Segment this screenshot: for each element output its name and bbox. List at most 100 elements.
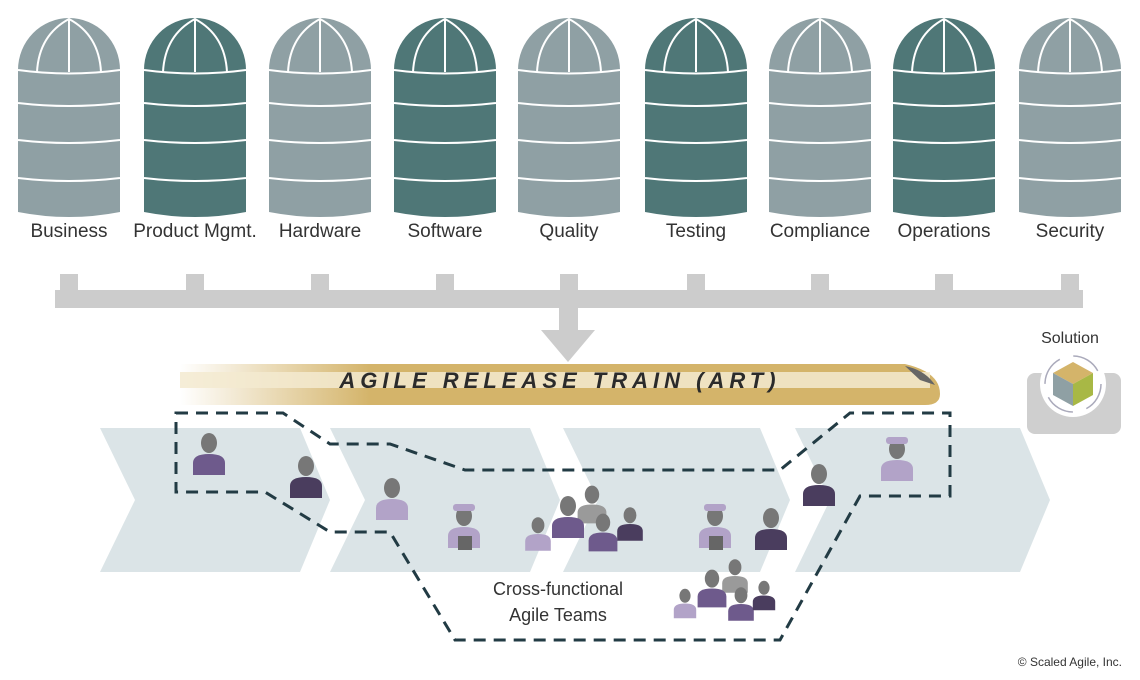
silo-dome-line: [892, 69, 996, 75]
clipboard-icon: [709, 536, 723, 550]
silo-label: Quality: [539, 221, 599, 242]
silo-dome-rib: [162, 17, 228, 73]
silo-dome-rib: [787, 17, 853, 73]
connector-stub: [60, 274, 78, 294]
silo-ring: [143, 177, 247, 182]
silo-ring: [1018, 139, 1122, 144]
person-head: [704, 569, 720, 588]
chevron-1: [330, 428, 560, 572]
silo-dome-rib: [1037, 17, 1103, 73]
person-head: [584, 485, 600, 504]
silo-dome-rib: [412, 17, 478, 73]
chevron-0: [100, 428, 330, 572]
silo-dome-rib: [536, 17, 602, 73]
silo-label: Security: [1035, 221, 1105, 242]
cube-right: [1073, 373, 1093, 406]
silo-body: [269, 18, 371, 217]
person-head: [201, 433, 217, 453]
team-boundary: [174, 411, 952, 642]
teams-label-line1: Cross-functional: [492, 579, 624, 599]
person-body: [673, 603, 697, 619]
silo-label: Testing: [665, 221, 727, 242]
train-window: [905, 366, 935, 385]
silo-1: [143, 17, 247, 217]
silo-3: [393, 17, 497, 217]
person-body: [588, 532, 618, 552]
silo-ring: [892, 102, 996, 107]
silo-dome-line: [768, 69, 872, 75]
person-head: [623, 507, 637, 524]
person-head: [758, 580, 770, 595]
silo-dome-rib: [911, 17, 977, 73]
silo-ring: [517, 177, 621, 182]
person-icon: [290, 456, 322, 498]
person-icon: [803, 464, 835, 506]
silo-ring: [268, 177, 372, 182]
silo-ring: [517, 102, 621, 107]
cube-left: [1053, 373, 1073, 406]
person-icon: [525, 517, 551, 551]
silo-ring: [17, 139, 121, 144]
silo-dome-line: [268, 69, 372, 75]
silo-dome-rib: [36, 17, 102, 73]
cycle-arrows-icon: [1044, 355, 1102, 413]
person-icon: [755, 508, 787, 550]
silo-ring: [1018, 102, 1122, 107]
person-head: [531, 517, 545, 534]
silo-ring: [768, 139, 872, 144]
silo-ring: [768, 102, 872, 107]
connector-stub: [311, 274, 329, 294]
silo-dome-rib: [663, 17, 729, 73]
silo-body: [769, 18, 871, 217]
person-icon: [752, 580, 776, 611]
silo-body: [518, 18, 620, 217]
person-head: [298, 456, 314, 476]
chevron-3: [795, 428, 1050, 572]
person-icon: [193, 433, 225, 475]
person-cap: [453, 504, 475, 511]
silo-ring: [768, 177, 872, 182]
silo-ring: [644, 177, 748, 182]
person-head: [763, 508, 779, 528]
silo-label: Product Mgmt.: [133, 221, 257, 242]
teams-label-line2: Agile Teams: [509, 605, 607, 625]
silo-0: [17, 17, 121, 217]
silo-label: Compliance: [769, 221, 871, 242]
silo-ring: [892, 139, 996, 144]
silo-ring: [268, 139, 372, 144]
silo-ring: [517, 139, 621, 144]
silo-label: Software: [407, 221, 483, 242]
clipboard-icon: [458, 536, 472, 550]
person-head: [728, 559, 742, 576]
down-arrow: [541, 306, 595, 362]
silo-body: [645, 18, 747, 217]
person-head: [811, 464, 827, 484]
person-icon: [588, 513, 618, 552]
silo-ring: [892, 177, 996, 182]
person-body: [376, 499, 408, 520]
connector-stub: [436, 274, 454, 294]
connector-stub: [687, 274, 705, 294]
person-head: [560, 496, 576, 516]
solution-label: Solution: [1041, 330, 1099, 347]
silo-label: Hardware: [278, 221, 362, 242]
worker-with-cap-icon: [881, 437, 913, 481]
person-body: [881, 460, 913, 481]
person-body: [617, 524, 643, 541]
person-body: [803, 485, 835, 506]
silo-dome-line: [644, 69, 748, 75]
person-cap: [886, 437, 908, 444]
connector-stub: [811, 274, 829, 294]
person-body: [755, 529, 787, 550]
person-body: [193, 454, 225, 475]
person-body: [552, 517, 584, 538]
silo-ring: [17, 102, 121, 107]
silo-body: [1019, 18, 1121, 217]
silo-body: [394, 18, 496, 217]
connector-stub: [186, 274, 204, 294]
silo-dome-line: [143, 69, 247, 75]
person-head: [734, 587, 748, 604]
silo-body: [18, 18, 120, 217]
silo-dome-line: [1018, 69, 1122, 75]
